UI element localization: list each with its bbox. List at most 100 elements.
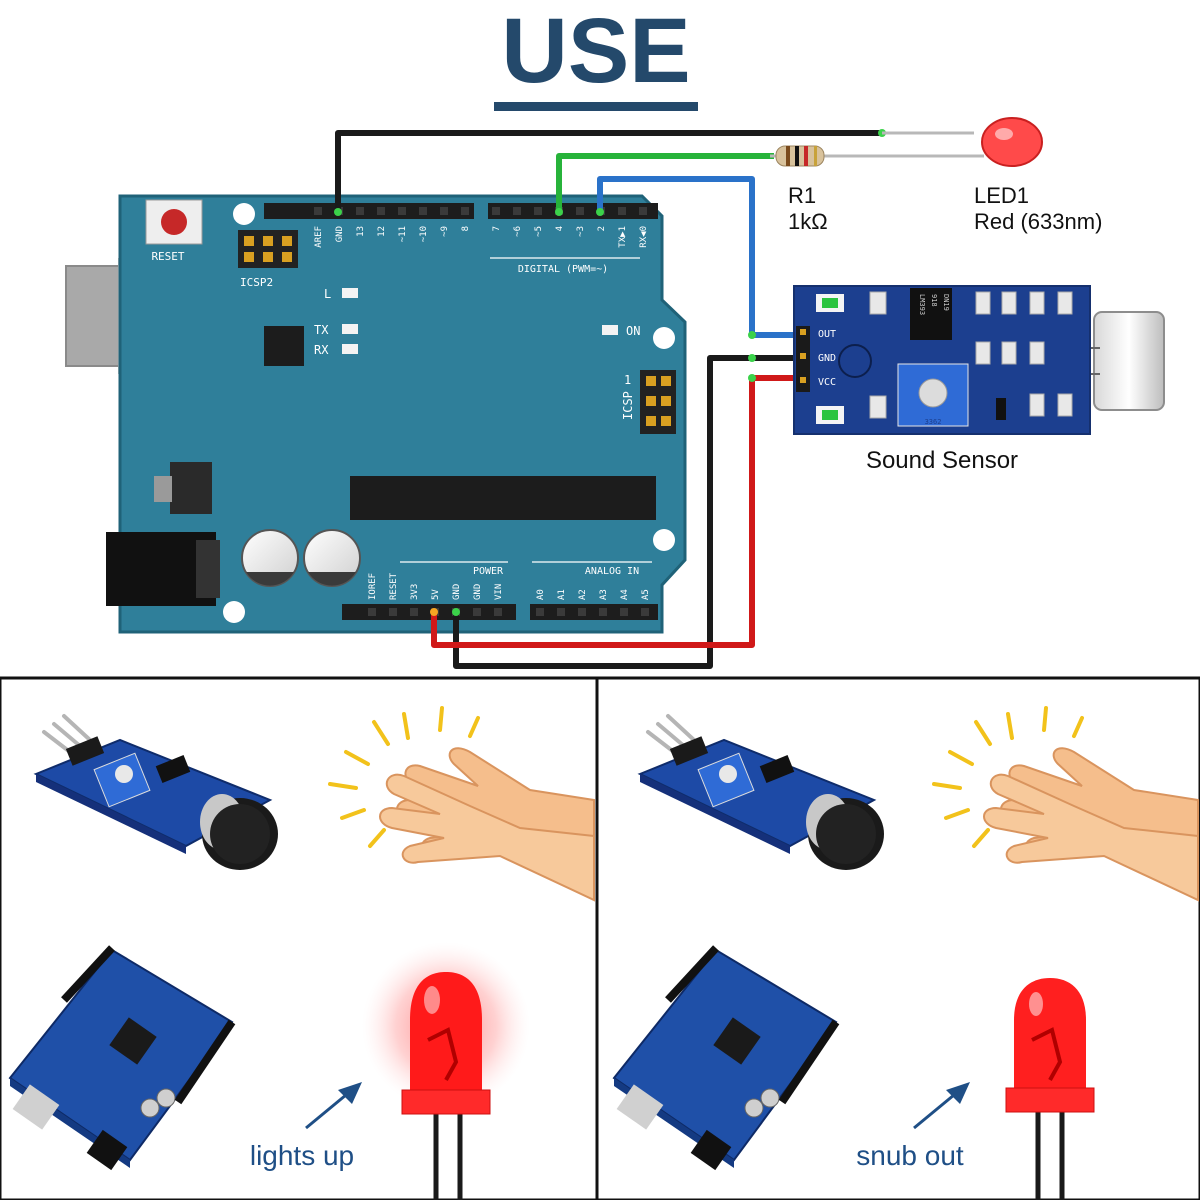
resistor-value: 1kΩ <box>788 209 828 234</box>
right-clapping-hands <box>983 747 1199 902</box>
analog-pin <box>536 608 544 616</box>
sensor-chip-text: DN19 <box>942 294 950 311</box>
top-left-label: ~11 <box>398 226 408 242</box>
left-led-lit <box>362 942 530 1200</box>
top-left-label: ~10 <box>419 226 429 242</box>
top-left-label: 12 <box>377 226 387 237</box>
analog-pin <box>557 608 565 616</box>
tx-led <box>342 324 358 334</box>
right-arduino-photo <box>612 945 840 1171</box>
icsp2-label: ICSP2 <box>240 276 273 289</box>
power-label: GND <box>452 584 462 600</box>
top-right-label: 4 <box>555 226 565 231</box>
analog-header <box>530 604 658 620</box>
left-arrow-icon <box>305 1082 362 1130</box>
led-schematic <box>882 117 1043 167</box>
power-label: GND <box>473 584 483 600</box>
voltage-regulator <box>170 462 212 514</box>
power-label: VIN <box>494 584 504 600</box>
sensor-chip-text: 918 <box>930 294 938 307</box>
top-right-pin <box>618 207 626 215</box>
right-sensor-module <box>637 714 884 870</box>
top-left-pin <box>419 207 427 215</box>
sensor-pin-label: GND <box>818 353 836 364</box>
power-label: RESET <box>389 572 399 600</box>
right-clap-sparks <box>932 706 1084 848</box>
top-right-label: RX◀0 <box>639 226 649 248</box>
tx-label: TX <box>314 323 329 337</box>
top-left-pin <box>356 207 364 215</box>
analog-label: A3 <box>599 589 609 600</box>
power-pin <box>473 608 481 616</box>
top-right-pin <box>639 207 647 215</box>
title-underline <box>494 102 698 111</box>
led-name: LED1 <box>974 183 1029 208</box>
analog-pin-labels: A0 A1 A2 A3 A4 A5 <box>536 589 651 616</box>
reset-label: RESET <box>151 250 184 263</box>
top-left-label: ~9 <box>440 226 450 237</box>
analog-label: A1 <box>557 589 567 600</box>
l-led <box>342 288 358 298</box>
analog-label: A4 <box>620 589 630 600</box>
rx-label: RX <box>314 343 329 357</box>
top-left-pin <box>398 207 406 215</box>
power-pin <box>494 608 502 616</box>
pot-text: 3362 <box>925 418 942 426</box>
digital-label: DIGITAL (PWM=~) <box>518 264 608 275</box>
top-right-label: TX▶1 <box>618 226 628 248</box>
top-left-pin <box>377 207 385 215</box>
top-right-label: 2 <box>597 226 607 231</box>
wire-pin4-resistor <box>556 153 774 212</box>
on-led <box>602 325 618 335</box>
top-right-label: 7 <box>492 226 502 231</box>
top-right-pin <box>576 207 584 215</box>
sensor-caption: Sound Sensor <box>866 447 1018 474</box>
left-panel: lights up <box>8 706 595 1200</box>
top-pin-labels-left: AREF GND 13 12 ~11 ~10 ~9 8 <box>314 207 471 248</box>
rx-led <box>342 344 358 354</box>
wires <box>334 129 886 669</box>
icsp-header <box>640 370 676 434</box>
analog-label: A2 <box>578 589 588 600</box>
analog-label: A5 <box>641 589 651 600</box>
top-right-label: ~5 <box>534 226 544 237</box>
sensor-pin-label: VCC <box>818 377 836 388</box>
left-clapping-hands <box>379 747 595 902</box>
left-clap-sparks <box>328 706 480 848</box>
left-sensor-module <box>33 714 278 870</box>
reset-button <box>145 199 203 245</box>
top-left-pin <box>314 207 322 215</box>
top-left-pin <box>461 207 469 215</box>
sensor-chip <box>910 288 952 340</box>
right-panel: snub out <box>612 706 1199 1200</box>
top-right-label: ~3 <box>576 226 586 237</box>
power-pin <box>410 608 418 616</box>
power-pin <box>368 608 376 616</box>
top-right-pin <box>534 207 542 215</box>
wire-gnd-led <box>335 130 882 212</box>
analog-pin <box>578 608 586 616</box>
right-led-off <box>1005 978 1095 1200</box>
top-left-label: 8 <box>461 226 471 231</box>
wire-pin2-out <box>597 176 800 338</box>
sensor-pin <box>800 353 806 359</box>
resistor-name: R1 <box>788 183 816 208</box>
top-left-label: 13 <box>356 226 366 237</box>
page-title: USE <box>501 0 690 102</box>
top-right-pin <box>513 207 521 215</box>
top-left-label: GND <box>335 226 345 242</box>
top-left-label: AREF <box>314 226 324 248</box>
on-label: ON <box>626 324 640 338</box>
power-label: 5V <box>431 589 441 600</box>
analog-pin <box>641 608 649 616</box>
usb-chip <box>264 326 304 366</box>
left-arduino-photo <box>8 945 236 1171</box>
power-label: IOREF <box>368 573 378 600</box>
analog-pin <box>599 608 607 616</box>
power-pin <box>389 608 397 616</box>
panels-frame <box>0 676 1200 1200</box>
analog-label: A0 <box>536 589 546 600</box>
